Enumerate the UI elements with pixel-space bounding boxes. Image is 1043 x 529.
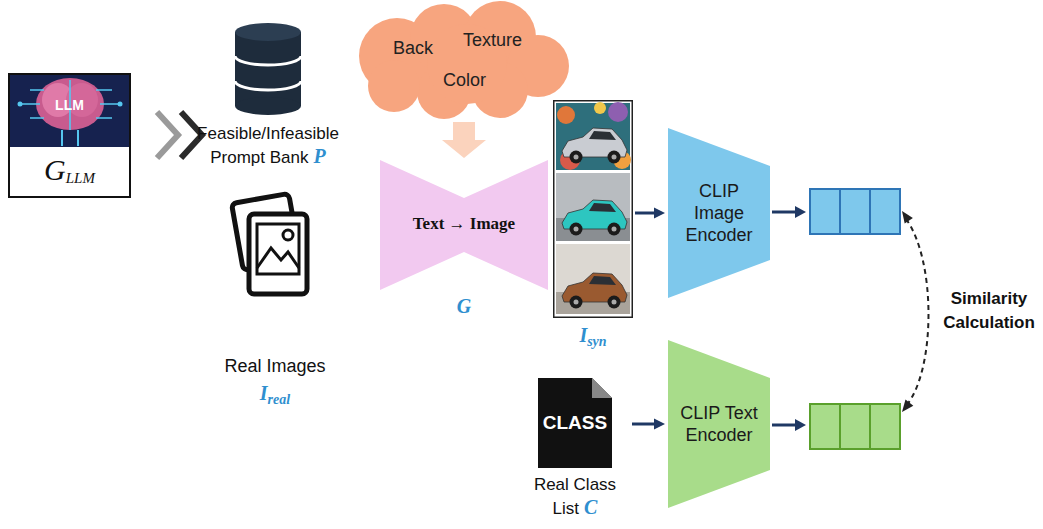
generator-text: Text → Image (380, 214, 548, 234)
generator-name: GLLM (10, 153, 129, 187)
encoder-label: CLIP Text Encoder (674, 340, 764, 508)
database-icon (183, 22, 353, 112)
caption: Real Class List (534, 475, 616, 518)
fat-arrow (442, 122, 486, 158)
document-icon (538, 378, 612, 468)
text-embedding (810, 404, 900, 449)
subscript: LLM (66, 170, 95, 186)
attribute: Back (393, 38, 433, 59)
connector (635, 208, 665, 219)
attribute: Texture (463, 30, 522, 51)
encoder-label: CLIP Image Encoder (674, 128, 764, 298)
embedding-arrow (772, 419, 806, 431)
symbol: G (44, 153, 66, 186)
connector-line (635, 212, 655, 215)
annotation: Similarity Calculation (938, 287, 1040, 335)
symbol: C (584, 496, 597, 518)
bowtie-shape (380, 160, 548, 290)
prompt-bank: Feasible/Infeasible Prompt BankP (183, 22, 353, 172)
augmentation-cloud: Back TextureColor (352, 0, 574, 120)
symbol: I (260, 382, 268, 404)
cloud-shape (359, 1, 569, 119)
class-list: CLASS Real Class ListC (520, 378, 630, 528)
llm-brain-picture (10, 75, 129, 147)
image-encoder: CLIP Image Encoder (668, 128, 770, 298)
caption: Real Images (195, 356, 355, 377)
symbol-group: Isyn (553, 324, 633, 350)
images-icon (195, 190, 355, 305)
subscript: real (268, 392, 291, 407)
arrowhead (654, 419, 665, 430)
icon-text: CLASS (538, 412, 612, 434)
text-encoder: CLIP Text Encoder (668, 340, 770, 508)
embedding-arrow (772, 206, 806, 218)
attribute: Color (443, 70, 486, 91)
symbol: I (579, 324, 587, 346)
synthetic-image (556, 102, 631, 170)
image-frame (554, 101, 633, 318)
database-icon (235, 23, 301, 115)
images-icon (232, 193, 307, 294)
arrowhead (654, 208, 665, 219)
generator: Text → ImageG (380, 160, 548, 320)
real-images: Real ImagesIreal (195, 190, 355, 412)
synthetic-image (556, 244, 630, 314)
symbol-group: Ireal (195, 382, 355, 408)
trapezoid-shape (668, 128, 770, 298)
llm-text: LLM (10, 97, 129, 113)
image-embedding (810, 189, 900, 234)
synthetic-images: Isyn (553, 100, 633, 352)
chevron (157, 112, 178, 158)
similarity-arrow (902, 211, 929, 412)
symbol: P (314, 145, 326, 167)
node-caption: Real Class ListC (520, 474, 630, 520)
cloud-shape (352, 0, 574, 120)
image-frame (553, 100, 633, 318)
symbol: G (380, 295, 548, 318)
node-caption: Feasible/Infeasible Prompt BankP (183, 122, 353, 169)
trapezoid-shape (668, 340, 770, 508)
subscript: syn (587, 334, 606, 349)
llm-box: LLMGLLM (8, 73, 131, 198)
connector-line (632, 423, 655, 426)
trapezoid-shape (668, 340, 770, 508)
connector (632, 419, 665, 430)
connector (442, 122, 486, 158)
synthetic-image (556, 173, 630, 241)
